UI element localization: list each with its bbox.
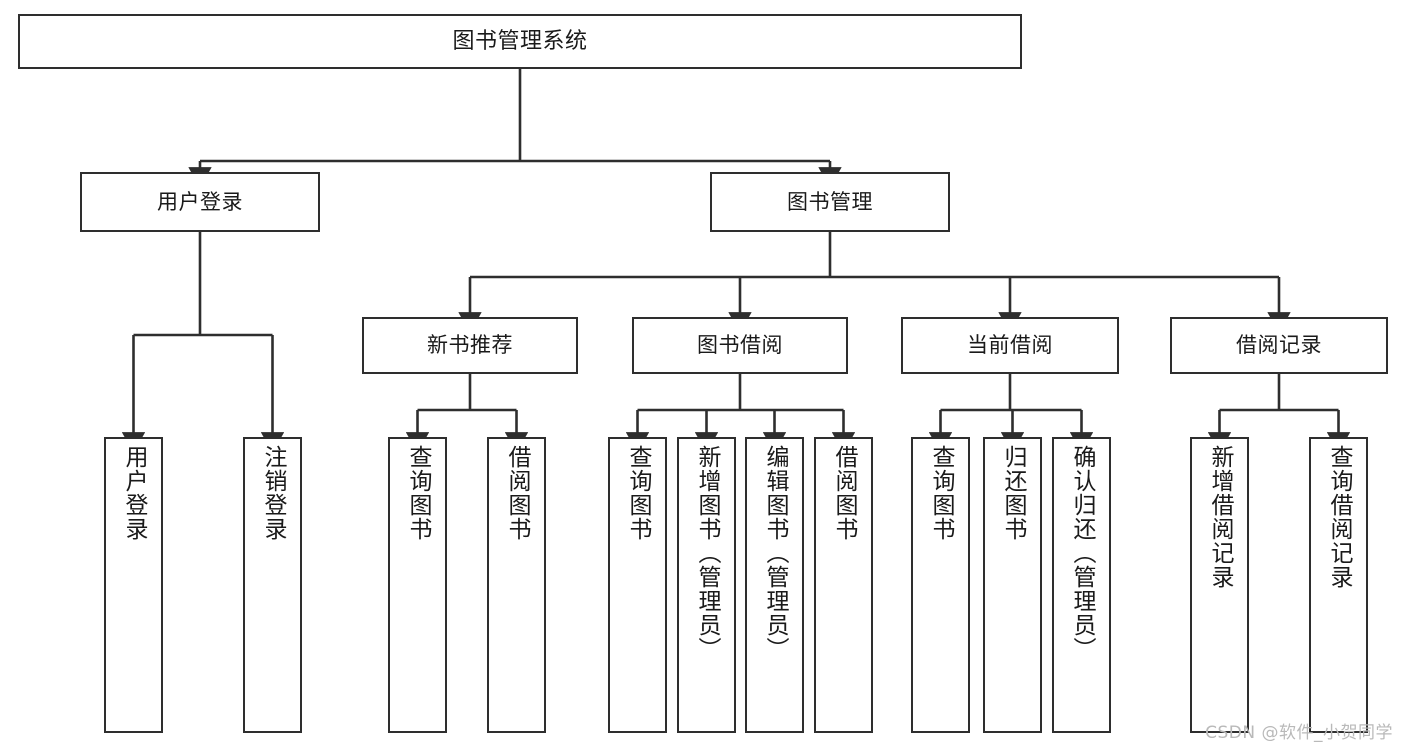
node-root[interactable]: 图书管理系统 <box>18 14 1022 69</box>
node-leaf-add-record-label: 新增借阅记录 <box>1207 445 1233 589</box>
node-leaf-user-login-label: 用户登录 <box>121 445 147 541</box>
node-leaf-query-book-1-label: 查询图书 <box>405 445 431 541</box>
node-leaf-borrow-book-1-label: 借阅图书 <box>504 445 530 541</box>
node-current-borrow-label: 当前借阅 <box>967 333 1053 358</box>
node-leaf-user-logout[interactable]: 注销登录 <box>243 437 302 733</box>
node-borrow-record-label: 借阅记录 <box>1236 333 1322 358</box>
node-leaf-query-book-3-label: 查询图书 <box>928 445 954 541</box>
node-new-book-rec-label: 新书推荐 <box>427 333 513 358</box>
node-user-login[interactable]: 用户登录 <box>80 172 320 232</box>
node-leaf-confirm-return[interactable]: 确认归还（管理员） <box>1052 437 1111 733</box>
node-new-book-rec[interactable]: 新书推荐 <box>362 317 578 374</box>
node-leaf-add-book[interactable]: 新增图书（管理员） <box>677 437 736 733</box>
node-leaf-edit-book-label: 编辑图书（管理员） <box>762 445 788 661</box>
node-leaf-borrow-book-2[interactable]: 借阅图书 <box>814 437 873 733</box>
node-book-borrow[interactable]: 图书借阅 <box>632 317 848 374</box>
node-leaf-query-book-3[interactable]: 查询图书 <box>911 437 970 733</box>
watermark-text: CSDN @软件_小贺同学 <box>1205 723 1393 743</box>
node-book-manage-label: 图书管理 <box>787 189 873 214</box>
node-leaf-add-record[interactable]: 新增借阅记录 <box>1190 437 1249 733</box>
node-leaf-user-logout-label: 注销登录 <box>260 445 286 541</box>
node-leaf-query-record[interactable]: 查询借阅记录 <box>1309 437 1368 733</box>
node-leaf-query-book-2-label: 查询图书 <box>625 445 651 541</box>
node-leaf-confirm-return-label: 确认归还（管理员） <box>1069 445 1095 661</box>
node-leaf-return-book-label: 归还图书 <box>1000 445 1026 541</box>
node-book-borrow-label: 图书借阅 <box>697 333 783 358</box>
node-borrow-record[interactable]: 借阅记录 <box>1170 317 1388 374</box>
node-book-manage[interactable]: 图书管理 <box>710 172 950 232</box>
node-leaf-query-book-2[interactable]: 查询图书 <box>608 437 667 733</box>
node-leaf-return-book[interactable]: 归还图书 <box>983 437 1042 733</box>
node-leaf-add-book-label: 新增图书（管理员） <box>694 445 720 661</box>
node-current-borrow[interactable]: 当前借阅 <box>901 317 1119 374</box>
node-leaf-borrow-book-2-label: 借阅图书 <box>831 445 857 541</box>
node-leaf-query-record-label: 查询借阅记录 <box>1326 445 1352 589</box>
node-leaf-user-login[interactable]: 用户登录 <box>104 437 163 733</box>
node-user-login-label: 用户登录 <box>157 189 243 214</box>
node-leaf-query-book-1[interactable]: 查询图书 <box>388 437 447 733</box>
node-root-label: 图书管理系统 <box>452 28 588 54</box>
node-leaf-borrow-book-1[interactable]: 借阅图书 <box>487 437 546 733</box>
node-leaf-edit-book[interactable]: 编辑图书（管理员） <box>745 437 804 733</box>
